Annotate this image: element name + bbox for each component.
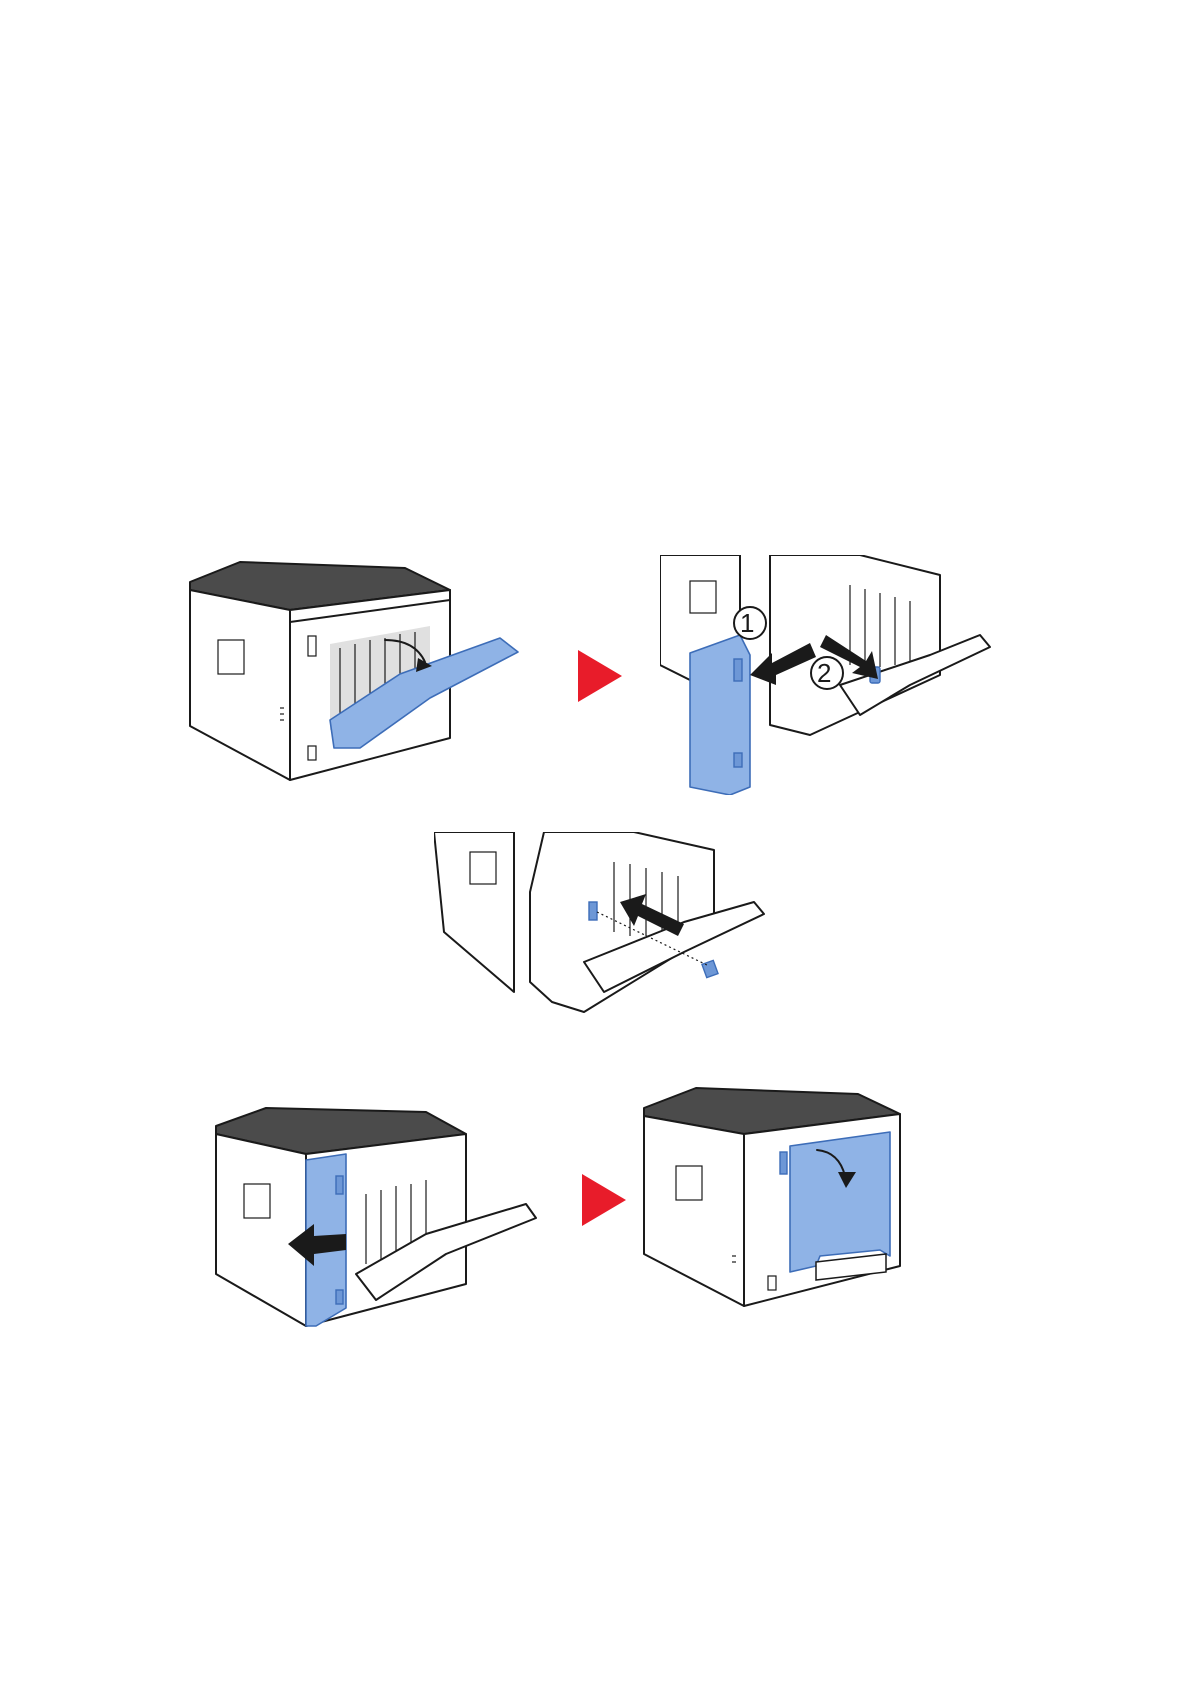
figure-insert-pin — [434, 832, 794, 1032]
figure-close-rear-cover — [640, 1076, 940, 1326]
figure-remove-side-panel: 1 2 — [660, 555, 1020, 795]
step-arrow-icon — [578, 650, 622, 702]
rear-cover-highlight — [790, 1132, 890, 1272]
step-arrow-icon — [582, 1174, 626, 1226]
figure-reattach-side-panel — [196, 1094, 556, 1334]
figure-open-rear-cover — [180, 548, 540, 788]
printer-pin-illustration — [434, 832, 794, 1032]
callout-1-label: 1 — [740, 608, 754, 638]
printer-closeup-illustration: 1 2 — [660, 555, 1020, 795]
printer-closed-illustration — [640, 1076, 940, 1326]
pin-slot-highlight — [589, 902, 597, 920]
pin-highlight — [702, 960, 718, 977]
callout-2-label: 2 — [817, 658, 831, 688]
printer-illustration — [180, 548, 540, 788]
printer-side-panel-illustration — [196, 1094, 556, 1334]
